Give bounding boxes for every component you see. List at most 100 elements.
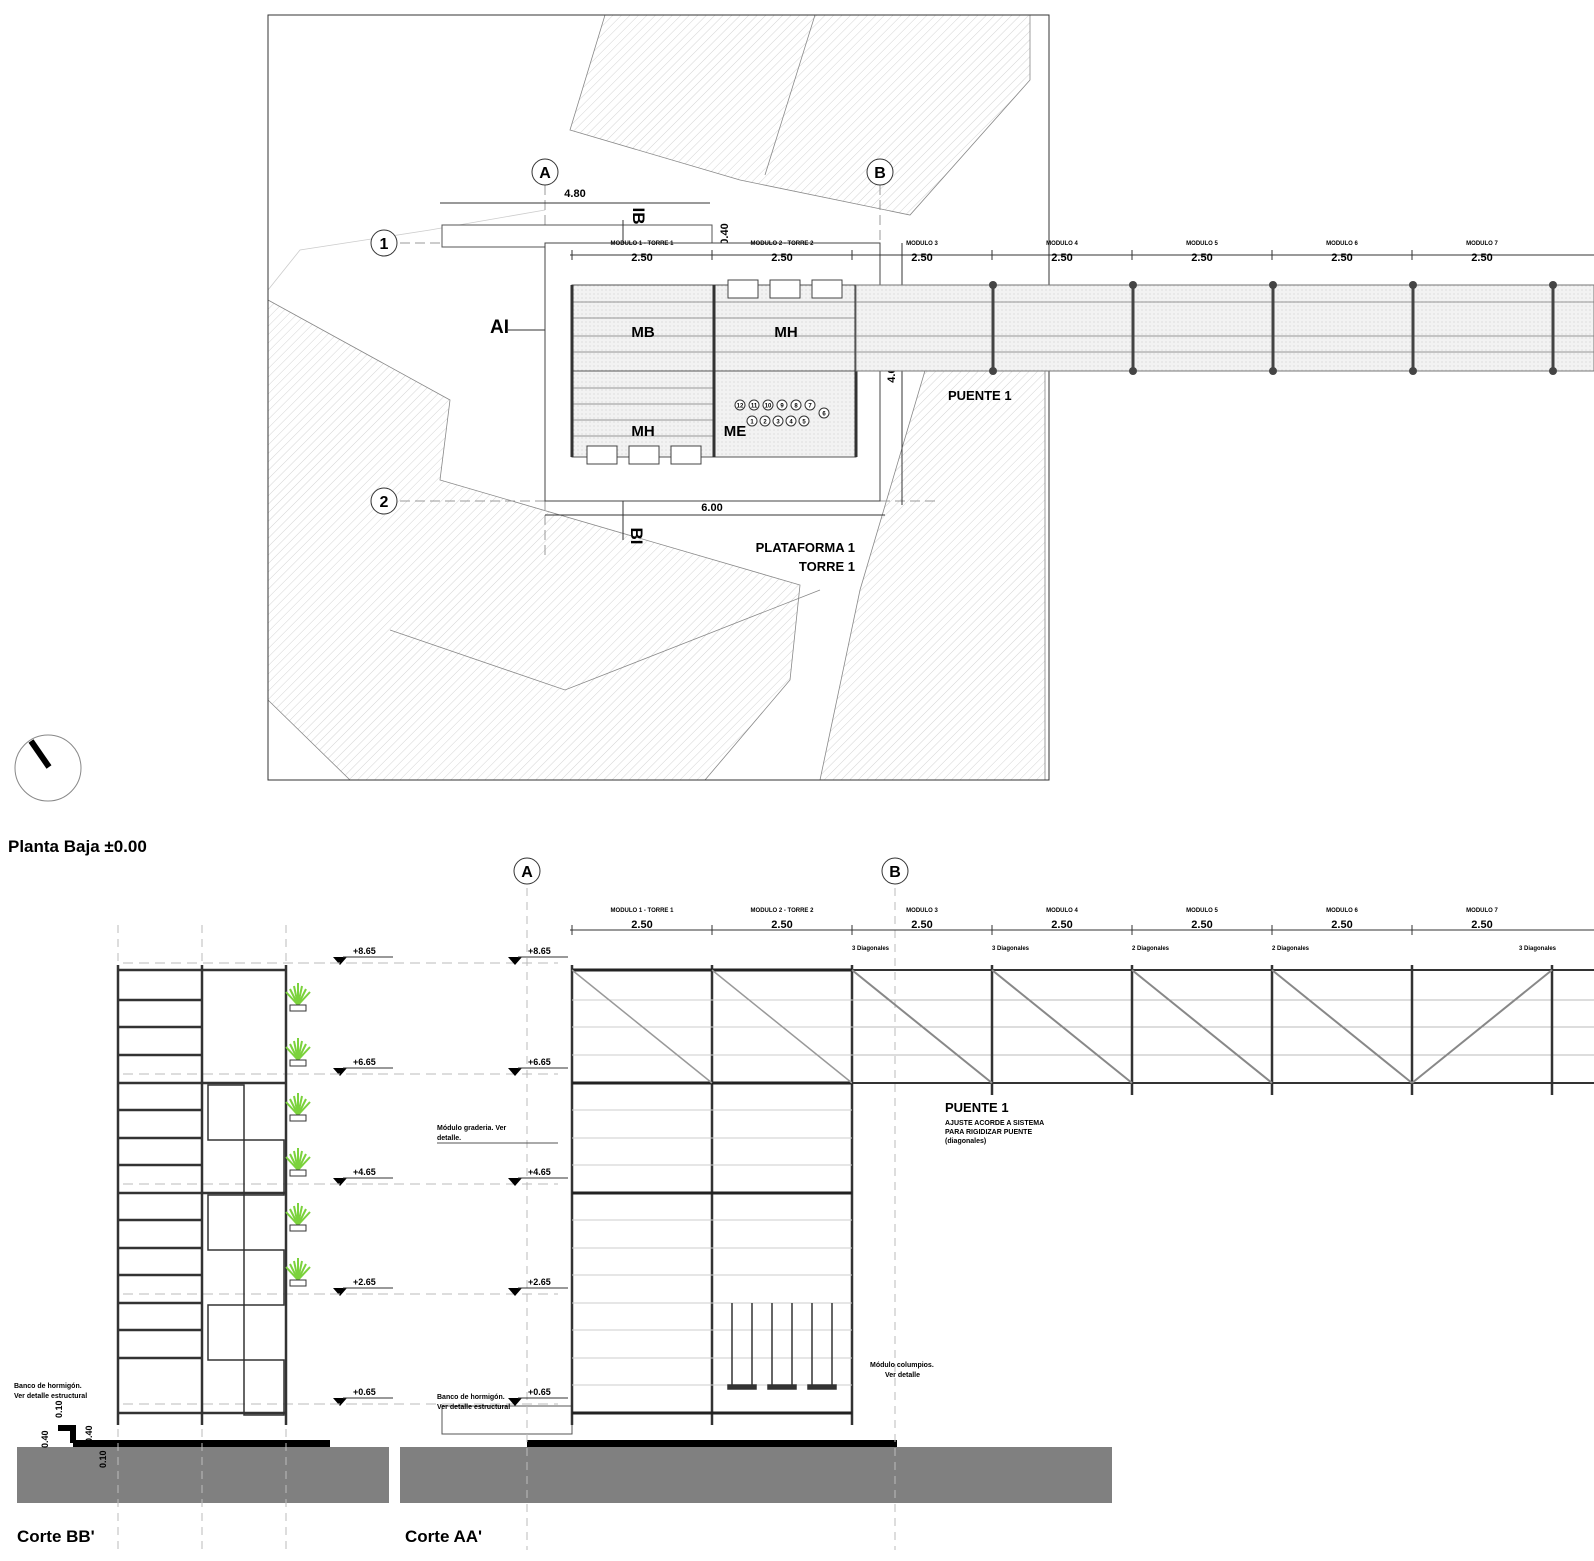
truss-diagonal — [1411, 969, 1553, 1084]
stair-step — [804, 399, 816, 411]
stair-step — [762, 399, 774, 411]
svg-text:B: B — [889, 864, 901, 881]
section-aa-title: Corte AA' — [405, 1527, 482, 1546]
level-marker: +2.65 — [528, 1277, 551, 1287]
truss-diagonal — [1271, 969, 1413, 1084]
module-dim: 2.50 — [1471, 252, 1492, 264]
svg-text:B: B — [874, 165, 886, 182]
truss-diagonal — [1131, 969, 1273, 1084]
level-marker: +6.65 — [353, 1057, 376, 1067]
terrain-hatch-left — [267, 299, 801, 781]
dim-bench-height: 0.40 — [40, 1430, 50, 1448]
diagonal-note: 3 Diagonales — [992, 946, 1030, 952]
ground-bb — [17, 1447, 389, 1503]
grandstand-note: detalle. — [437, 1135, 461, 1142]
module-label: MODULO 4 — [1046, 908, 1078, 914]
grid-axis-a: A — [531, 158, 559, 186]
truss-diagonal — [851, 969, 993, 1084]
dim-slab: 0.10 — [98, 1450, 108, 1468]
module-label: MODULO 3 — [906, 241, 938, 247]
svg-text:1: 1 — [750, 420, 754, 426]
stair-step — [776, 399, 788, 411]
svg-text:9: 9 — [780, 404, 784, 410]
module-label: MODULO 2 - TORRE 2 — [751, 908, 815, 914]
grid-axis-b: B — [881, 857, 909, 885]
swing-note: Ver detalle — [885, 1372, 920, 1379]
module-label: MODULO 5 — [1186, 908, 1218, 914]
level-marker: +2.65 — [353, 1277, 376, 1287]
module-dim: 2.50 — [771, 919, 792, 931]
module-label: MODULO 7 — [1466, 241, 1498, 247]
bridge-plan — [855, 284, 1594, 372]
svg-text:1: 1 — [380, 236, 389, 253]
bridge-note: PARA RIGIDIZAR PUENTE — [945, 1129, 1032, 1136]
svg-text:2: 2 — [380, 494, 389, 511]
grandstand-note: Módulo graderia. Ver — [437, 1125, 507, 1132]
module-label: MODULO 2 - TORRE 2 — [751, 241, 815, 247]
section-mark-ib: IB — [629, 208, 648, 225]
svg-text:3: 3 — [776, 420, 780, 426]
svg-text:4: 4 — [789, 420, 793, 426]
bridge-truss — [851, 965, 1594, 1095]
bench-note-aa: Ver detalle estructural — [437, 1404, 510, 1411]
swing-note: Módulo columpios. — [870, 1362, 934, 1369]
bridge-note: AJUSTE ACORDE A SISTEMA — [945, 1120, 1044, 1127]
plant-icon — [285, 1093, 311, 1122]
module-dim: 2.50 — [1331, 919, 1352, 931]
tower-label: TORRE 1 — [799, 559, 855, 574]
north-arrow-icon — [14, 734, 82, 802]
diagonal-note: 2 Diagonales — [1132, 946, 1170, 952]
bridge-label-aa: PUENTE 1 — [945, 1100, 1009, 1115]
svg-text:A: A — [539, 165, 551, 182]
module-label: MODULO 6 — [1326, 908, 1358, 914]
level-marker: +0.65 — [353, 1387, 376, 1397]
ground-aa — [400, 1447, 1112, 1503]
bench-note-aa: Banco de hormigón. — [437, 1394, 505, 1401]
dim-6-00: 6.00 — [701, 502, 722, 514]
module-mh-bottom — [571, 370, 715, 458]
svg-text:11: 11 — [751, 404, 758, 410]
section-bb-title: Corte BB' — [17, 1527, 95, 1546]
module-label: MODULO 5 — [1186, 241, 1218, 247]
svg-text:6: 6 — [822, 412, 826, 418]
diagonal-note: 3 Diagonales — [852, 946, 890, 952]
stairs-bb — [207, 1084, 285, 1416]
section-bb: +8.65+6.65+4.65+2.65+0.65 Banco de hormi… — [14, 925, 393, 1550]
level-marker: +4.65 — [528, 1167, 551, 1177]
svg-text:5: 5 — [802, 420, 806, 426]
svg-text:7: 7 — [808, 404, 812, 410]
module-tag-mh: MH — [631, 423, 654, 440]
svg-text:2: 2 — [763, 420, 767, 426]
module-dim: 2.50 — [911, 252, 932, 264]
level-marker: +0.65 — [528, 1387, 551, 1397]
truss-diagonal — [991, 969, 1133, 1084]
module-dim: 2.50 — [1471, 919, 1492, 931]
site-plan: A B 1 2 4.80 0.40 IB BI AI IA 6.00 — [8, 14, 1594, 856]
module-label: MODULO 6 — [1326, 241, 1358, 247]
module-dim: 2.50 — [1191, 252, 1212, 264]
plan-frame — [267, 14, 1050, 781]
plant-icon — [285, 983, 311, 1012]
diagonal-note: 3 Diagonales — [1519, 946, 1557, 952]
level-marker: +8.65 — [353, 946, 376, 956]
bench-note-bb-2: Ver detalle estructural — [14, 1393, 87, 1400]
swing-module — [727, 1303, 837, 1390]
platform-label: PLATAFORMA 1 — [756, 540, 855, 555]
level-marker: +8.65 — [528, 946, 551, 956]
svg-text:12: 12 — [737, 404, 744, 410]
svg-text:8: 8 — [794, 404, 798, 410]
bench-note-bb: Banco de hormigón. — [14, 1383, 82, 1390]
grid-axis-b: B — [866, 158, 894, 186]
module-dim: 2.50 — [1331, 252, 1352, 264]
dim-0-40: 0.40 — [719, 223, 731, 244]
stair-step — [798, 415, 810, 427]
dim-4-80: 4.80 — [564, 188, 585, 200]
grid-axis-2: 2 — [370, 487, 398, 515]
plant-icon — [285, 1258, 311, 1287]
terrain-hatch-top — [569, 14, 1031, 216]
module-dim: 2.50 — [1051, 919, 1072, 931]
module-dim: 2.50 — [1191, 919, 1212, 931]
level-marker: +6.65 — [528, 1057, 551, 1067]
